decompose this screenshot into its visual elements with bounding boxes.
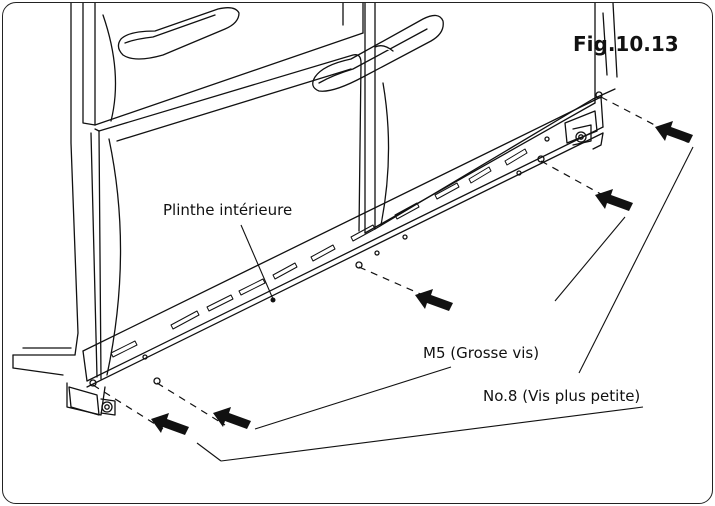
arrow-icon [595,189,633,211]
leader-lines [196,146,694,462]
right-door-handle [312,14,444,92]
inner-plinth [66,96,604,416]
label-no8-screw: No.8 (Vis plus petite) [483,387,640,405]
figure-number: Fig.10.13 [573,32,679,56]
plinth-slots [110,148,528,358]
assembly-diagram: Fig.10.13 Plinthe intérieure M5 (Grosse … [12,3,694,462]
arrow-icon [655,121,693,143]
screw-holes [89,91,603,387]
label-plinth: Plinthe intérieure [163,201,292,219]
arrow-icon [415,289,453,311]
upper-left-handle [117,7,240,60]
right-door-panel [364,3,618,234]
screw-direction-lines [92,96,694,430]
arrow-icon [151,413,189,435]
right-corner-bracket [564,110,598,146]
arrow-icon [213,407,251,429]
upper-left-door [82,3,364,126]
left-corner-bracket [68,386,116,416]
insertion-arrows [151,121,693,435]
cooker-side-edge [12,3,79,376]
label-m5-screw: M5 (Grosse vis) [423,344,539,362]
lower-left-door [90,54,362,380]
plinth-leader-dot [270,297,276,303]
